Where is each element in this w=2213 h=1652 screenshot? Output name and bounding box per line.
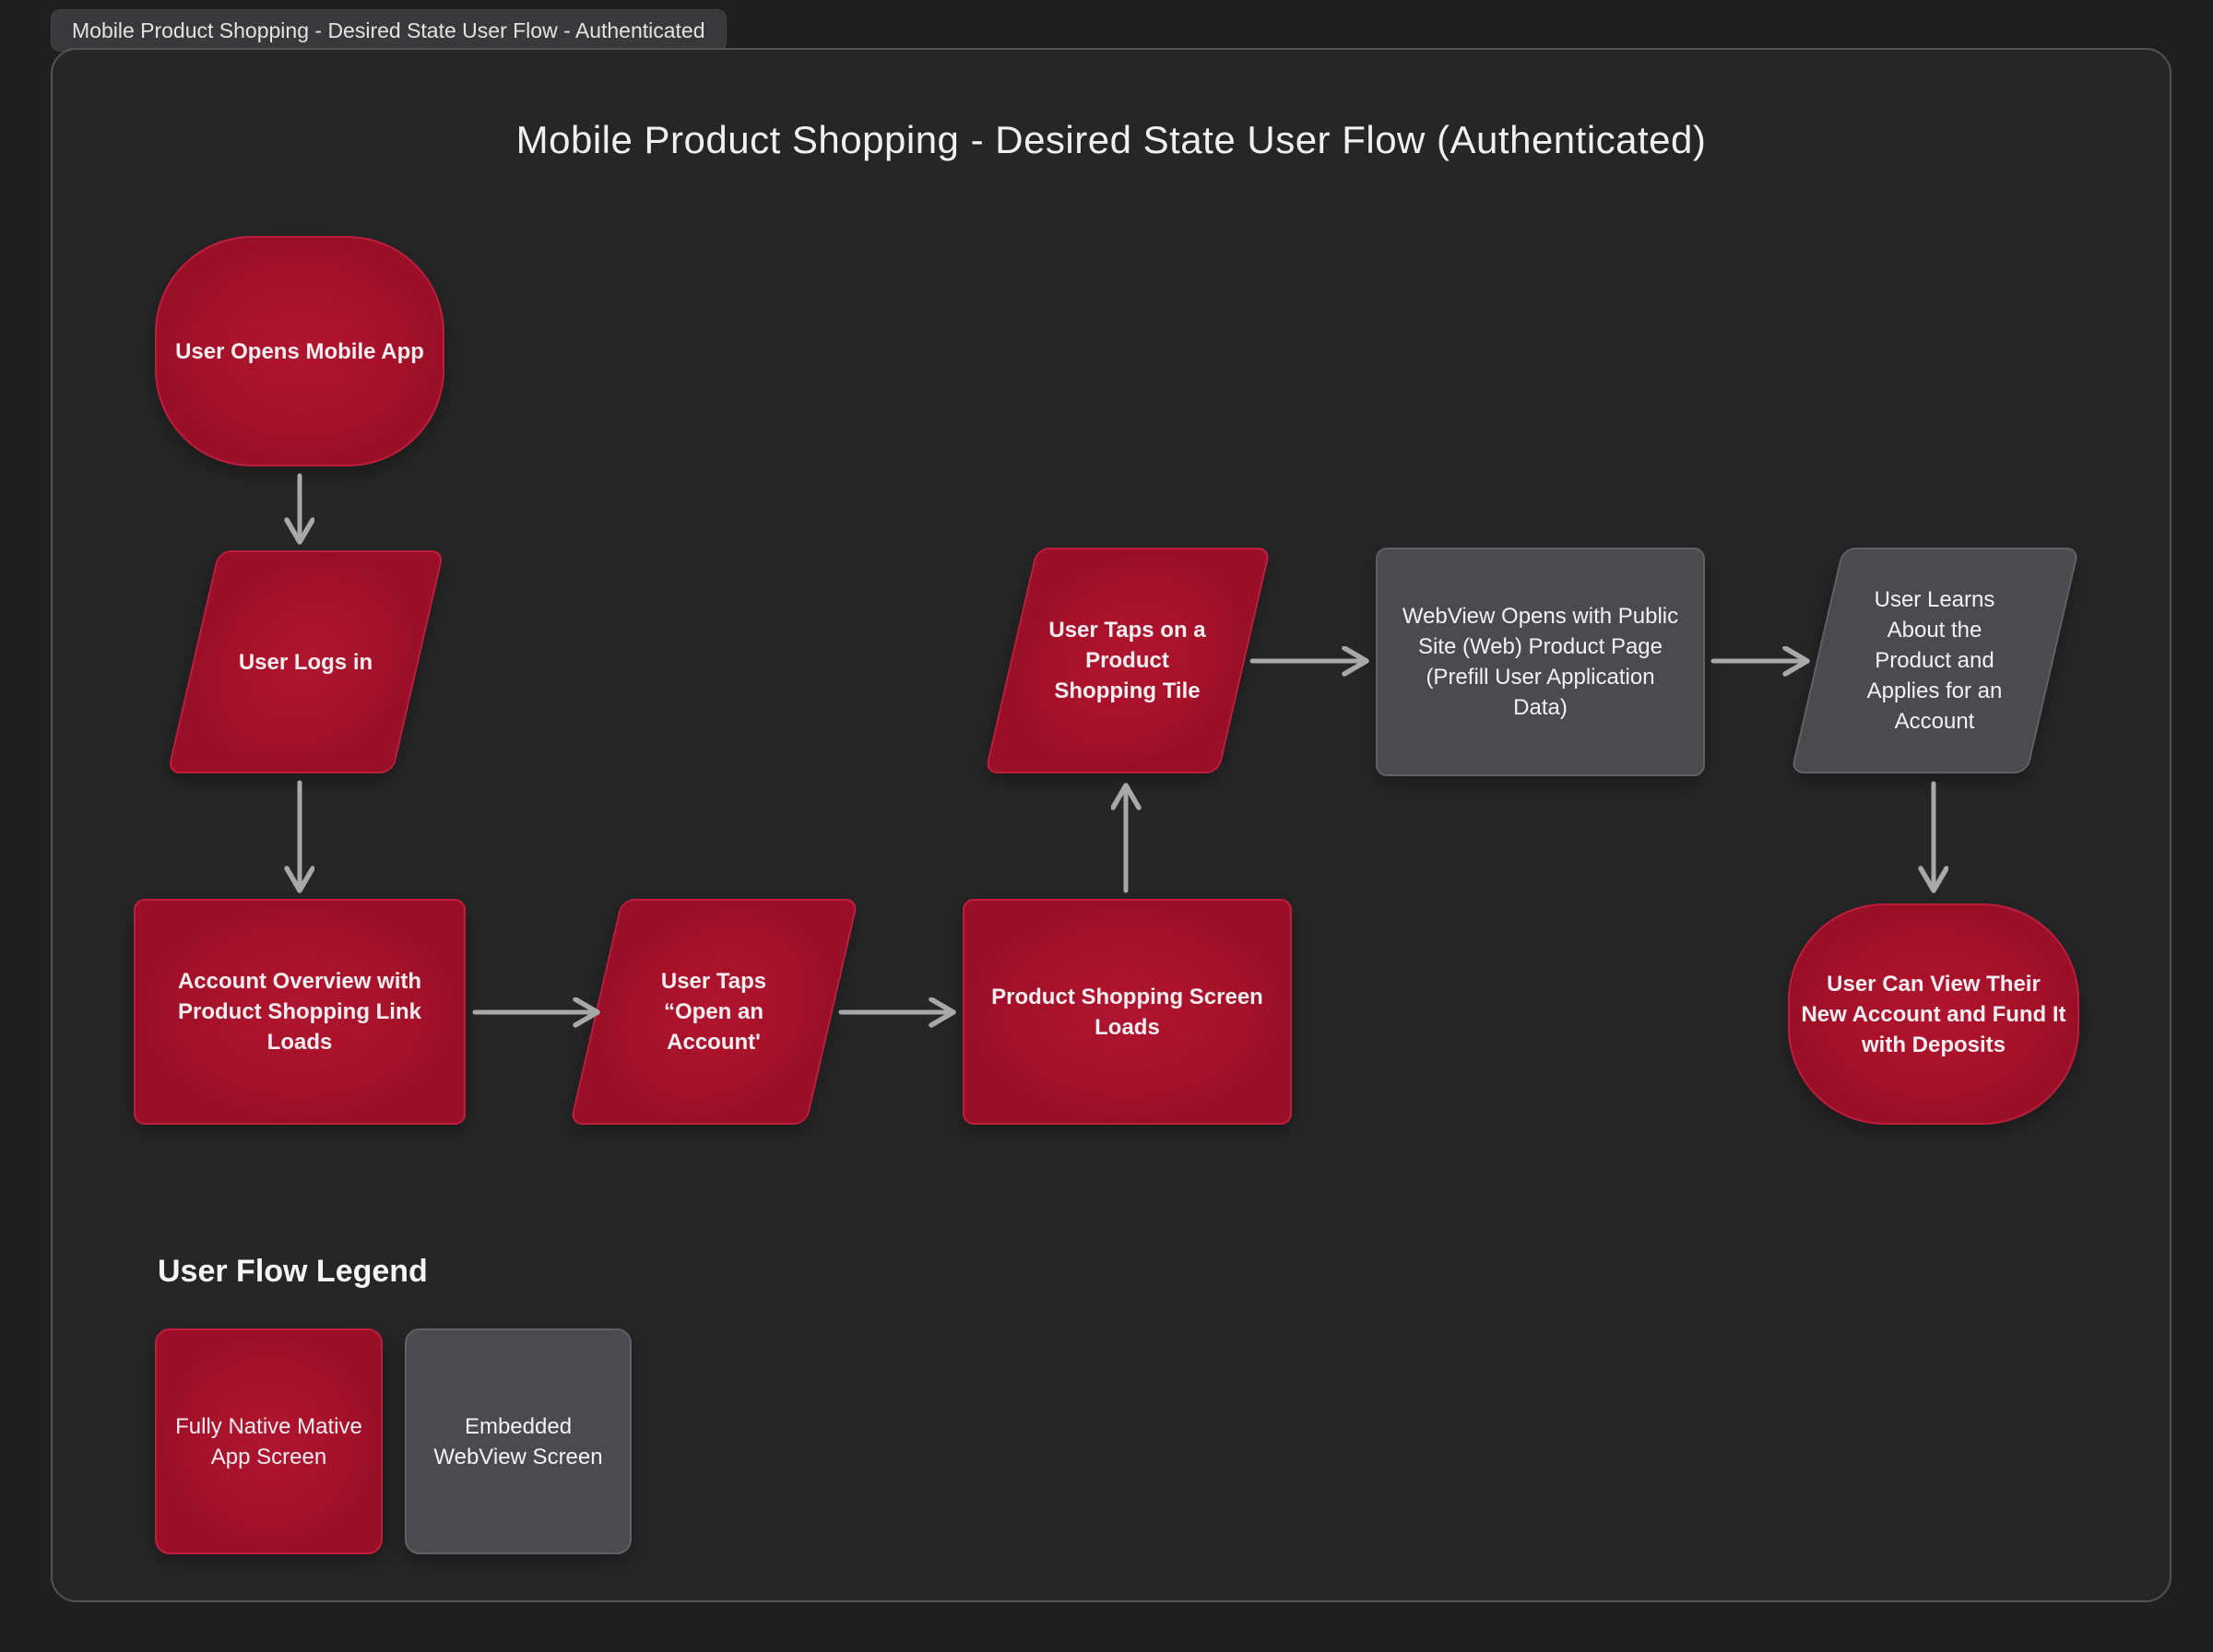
account-overview-label: Account Overview with Product Shopping L…: [177, 969, 422, 1055]
webview-opens-label: WebView Opens with Public Site (Web) Pro…: [1402, 604, 1679, 720]
user-taps-product-tile-label: User Taps on a Product Shopping Tile: [1048, 618, 1206, 703]
user-taps-open-account-label: User Taps “Open an Account': [660, 969, 767, 1055]
user-learns-applies-label: User Learns About the Product and Applie…: [1866, 587, 2003, 734]
user-learns-applies-node[interactable]: User Learns About the Product and Applie…: [1790, 548, 2079, 773]
legend-webview-node[interactable]: Embedded WebView Screen: [405, 1328, 632, 1554]
user-opens-mobile-app-node[interactable]: User Opens Mobile App: [155, 236, 444, 466]
user-can-view-account-label: User Can View Their New Account and Fund…: [1801, 971, 2066, 1057]
user-can-view-account-shape: [1788, 903, 2079, 1125]
product-shopping-screen-shape: [963, 899, 1292, 1125]
webview-opens-shape: [1376, 548, 1705, 776]
user-taps-product-tile-node[interactable]: User Taps on a Product Shopping Tile: [984, 548, 1271, 773]
user-logs-in-node[interactable]: User Logs in: [167, 550, 444, 773]
webview-opens-node[interactable]: WebView Opens with Public Site (Web) Pro…: [1376, 548, 1705, 776]
legend-heading: User Flow Legend: [158, 1254, 428, 1289]
diagram-tab[interactable]: Mobile Product Shopping - Desired State …: [51, 9, 727, 52]
legend-native-shape: [155, 1328, 383, 1554]
product-shopping-screen-label: Product Shopping Screen Loads: [991, 984, 1263, 1040]
account-overview-node[interactable]: Account Overview with Product Shopping L…: [134, 899, 466, 1125]
product-shopping-screen-node[interactable]: Product Shopping Screen Loads: [963, 899, 1292, 1125]
user-opens-mobile-app-shape: [155, 236, 444, 466]
user-logs-in-label: User Logs in: [238, 649, 373, 675]
user-can-view-account-node[interactable]: User Can View Their New Account and Fund…: [1788, 903, 2079, 1125]
user-taps-open-account-node[interactable]: User Taps “Open an Account': [569, 899, 858, 1125]
legend-native-label: Fully Native Mative App Screen: [175, 1413, 362, 1469]
user-opens-mobile-app-label: User Opens Mobile App: [175, 338, 424, 364]
account-overview-shape: [134, 899, 466, 1125]
legend-native-node[interactable]: Fully Native Mative App Screen: [155, 1328, 383, 1554]
legend-webview-shape: [405, 1328, 632, 1554]
page-title: Mobile Product Shopping - Desired State …: [515, 118, 1707, 161]
legend-webview-label: Embedded WebView Screen: [433, 1413, 603, 1469]
